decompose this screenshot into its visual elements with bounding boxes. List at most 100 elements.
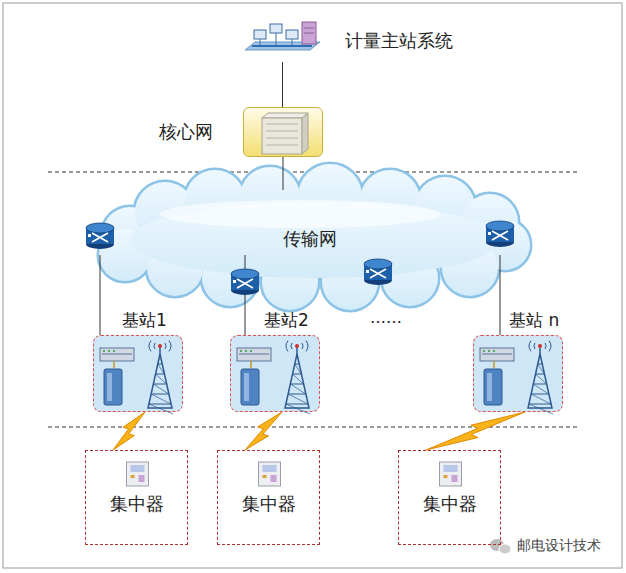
tower-brace xyxy=(531,394,551,404)
node-illustration xyxy=(240,20,325,62)
tower-brace xyxy=(529,404,553,414)
link-line xyxy=(282,62,283,107)
rack-slot xyxy=(102,354,132,355)
master-station: 计量主站系统 xyxy=(240,20,325,62)
server-side xyxy=(302,113,308,154)
router-led xyxy=(366,270,369,273)
concentrator-icon xyxy=(440,462,462,486)
outer-frame xyxy=(3,3,622,568)
signal-wave xyxy=(534,343,535,349)
rack-unit xyxy=(480,348,514,361)
concentrator-port xyxy=(139,475,145,482)
concentrator-display xyxy=(131,465,145,472)
tower-rung xyxy=(533,384,546,385)
signal-wave xyxy=(529,341,531,352)
tower-brace xyxy=(288,394,308,404)
access-device xyxy=(484,369,502,405)
rack-led xyxy=(240,350,242,352)
tower-rung xyxy=(531,394,549,395)
router-top xyxy=(364,259,392,269)
router-arrows xyxy=(492,231,508,240)
signal-wave xyxy=(286,341,288,352)
computer-monitor xyxy=(270,24,282,33)
server-slot xyxy=(266,124,298,125)
wireless-link xyxy=(426,412,525,450)
concentrator-display xyxy=(263,465,277,472)
node-heading: 基站2 xyxy=(264,310,309,330)
node-illustration xyxy=(231,336,321,413)
access-device xyxy=(241,369,259,405)
rack-slot xyxy=(482,354,512,355)
rack-led xyxy=(245,350,247,352)
node-heading: 基站1 xyxy=(122,310,167,330)
tower-rung xyxy=(290,384,303,385)
server-slot xyxy=(266,138,298,139)
tower-rung xyxy=(158,364,162,365)
signal-wave xyxy=(306,341,308,352)
server-top xyxy=(262,113,308,118)
concentrator-box: 集中器 xyxy=(85,450,188,545)
ellipsis-label: …… xyxy=(370,308,402,327)
concentrator-port xyxy=(452,475,458,482)
tower-brace xyxy=(286,404,310,414)
router-top xyxy=(486,221,514,231)
wireless-link xyxy=(113,412,145,450)
concentrator-box: 集中器 xyxy=(398,450,501,545)
node-illustration xyxy=(244,108,324,158)
node-illustration xyxy=(94,336,184,413)
tower-brace xyxy=(295,364,301,374)
computer-monitor xyxy=(254,30,266,39)
node-label: 集中器 xyxy=(218,493,319,515)
device-face xyxy=(487,373,492,401)
server-slot xyxy=(304,28,314,29)
computer-link xyxy=(260,39,261,46)
base-station-box: 基站1 xyxy=(93,335,183,412)
tower-brace xyxy=(158,364,164,374)
antenna-tip xyxy=(295,344,299,348)
device-face xyxy=(107,373,112,401)
computer-link xyxy=(276,33,277,46)
tower-brace xyxy=(151,394,171,404)
tower-rung xyxy=(153,384,166,385)
rack-cable xyxy=(113,361,115,368)
core-network-box: 核心网 xyxy=(243,107,323,157)
rack-led xyxy=(250,350,252,352)
tower-rung xyxy=(156,374,165,375)
antenna-tip xyxy=(538,344,542,348)
router-led xyxy=(88,234,91,237)
router-arrows xyxy=(370,269,386,278)
tower-rung xyxy=(149,404,171,405)
concentrator-port xyxy=(271,475,277,482)
tower-rung xyxy=(536,374,545,375)
tower-rung xyxy=(286,404,308,405)
concentrator-display xyxy=(444,465,458,472)
rack-cable xyxy=(493,361,495,368)
rack-unit xyxy=(100,348,134,361)
router-icon xyxy=(364,259,392,285)
tower-brace xyxy=(153,384,168,394)
tower-brace xyxy=(293,374,304,384)
rack-led xyxy=(483,350,485,352)
router-top xyxy=(231,269,259,279)
base-station-box: 基站 n xyxy=(473,335,563,412)
signal-wave xyxy=(165,343,166,349)
signal-wave xyxy=(154,343,155,349)
node-illustration xyxy=(474,336,564,413)
concentrator-led xyxy=(131,475,135,478)
tower-rung xyxy=(151,394,169,395)
tower-brace xyxy=(149,404,173,414)
router-top xyxy=(86,223,114,233)
tower-frame xyxy=(528,354,552,408)
link-line xyxy=(100,255,101,335)
rack-led xyxy=(113,350,115,352)
server-front xyxy=(262,118,302,154)
router-icon xyxy=(486,221,514,247)
concentrator-icon xyxy=(259,462,281,486)
signal-wave xyxy=(549,341,551,352)
link-line xyxy=(283,157,284,190)
tower-brace xyxy=(156,374,167,384)
rack-cable xyxy=(250,361,252,368)
rack-led xyxy=(488,350,490,352)
